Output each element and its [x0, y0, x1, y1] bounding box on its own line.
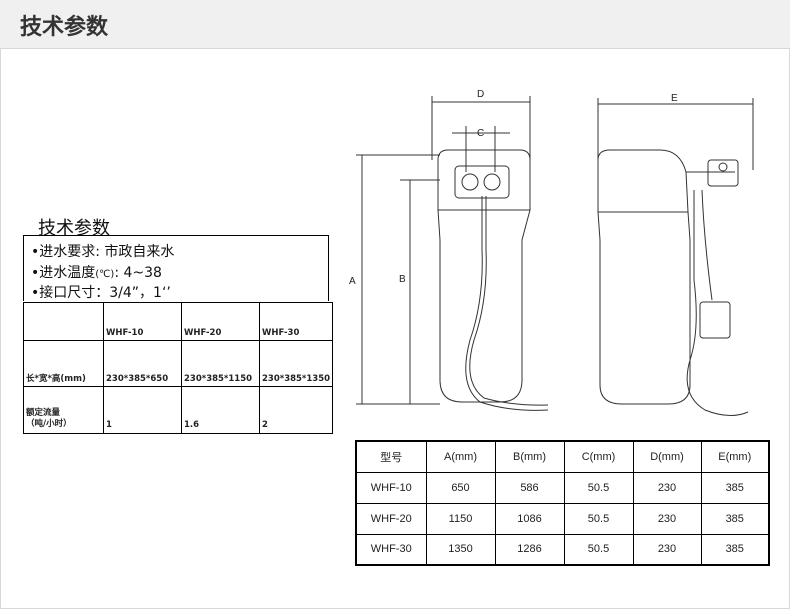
table-cell: 650: [425, 471, 496, 504]
table-header-cell: B(mm): [494, 440, 565, 473]
inlet-port: [461, 173, 479, 191]
table-row: WHF-10 650 586 50.5 230 385: [355, 471, 770, 504]
spec-temp-prefix: •进水温度: [31, 265, 96, 281]
table-cell: 385: [700, 471, 770, 504]
dimension-table: 型号 A(mm) B(mm) C(mm) D(mm) E(mm) WHF-10 …: [355, 440, 770, 566]
table-cell: 50.5: [563, 471, 634, 504]
table-row-label: 额定流量 （吨/小时）: [23, 386, 104, 434]
side-body: [597, 211, 691, 405]
table-cell: 1286: [494, 533, 565, 566]
table-cell: 385: [700, 533, 770, 566]
power-cord: [701, 189, 713, 301]
spec-port-size: •接口尺寸：3/4”，1‘’: [31, 285, 171, 301]
table-cell: WHF-30: [355, 533, 427, 566]
table-row: WHF-10 WHF-20 WHF-30: [23, 302, 334, 341]
bypass-valve: [707, 159, 739, 187]
table-row: 长*宽*高(mm) 230*385*650 230*385*1150 230*3…: [23, 340, 334, 387]
spec-temp-unit: (℃): [95, 269, 115, 280]
label-e: E: [671, 93, 678, 104]
table-header-cell: D(mm): [632, 440, 702, 473]
table-cell: 1150: [425, 502, 496, 535]
table-row-label: 长*宽*高(mm): [23, 340, 104, 387]
drain-hose-front: [465, 196, 549, 411]
drain-hose-front-inner: [469, 196, 549, 406]
table-cell: 230: [632, 533, 702, 566]
table-cell: 230*385*650: [103, 340, 182, 387]
table-row: 额定流量 （吨/小时） 1 1.6 2: [23, 386, 334, 434]
table-header-cell: 型号: [355, 440, 427, 473]
side-lid: [597, 149, 689, 213]
page-title: 技术参数: [20, 15, 109, 40]
spec-title: 技术参数: [38, 218, 110, 239]
table-header-cell: A(mm): [425, 440, 496, 473]
table-cell: 50.5: [563, 502, 634, 535]
table-cell: 1350: [425, 533, 496, 566]
table-cell: WHF-20: [355, 502, 427, 535]
cabinet-body: [437, 209, 531, 403]
label-a: A: [349, 276, 356, 287]
softener-dimension-drawing: D C A B E: [349, 89, 754, 416]
power-adapter: [699, 301, 731, 339]
table-cell: 1.6: [181, 386, 260, 434]
table-header-cell: WHF-30: [258, 302, 334, 341]
table-cell: 2: [258, 386, 334, 434]
spec-water-temperature: •进水温度(℃): 4~38: [31, 262, 162, 282]
table-cell: 385: [700, 502, 770, 535]
cabinet-lid: [437, 149, 531, 211]
drain-hose-side: [686, 190, 749, 416]
table-cell: 1: [103, 386, 182, 434]
label-d: D: [477, 89, 484, 100]
page-header: 技术参数: [0, 0, 790, 49]
table-row: WHF-30 1350 1286 50.5 230 385: [355, 533, 770, 566]
table-cell: 230*385*1350: [258, 340, 334, 387]
valve-head: [454, 165, 510, 199]
table-cell: 586: [494, 471, 565, 504]
table-cell: 230: [632, 471, 702, 504]
table-cell: 230: [632, 502, 702, 535]
label-c: C: [477, 128, 484, 139]
table-cell: 1086: [494, 502, 565, 535]
outlet-port: [483, 173, 501, 191]
model-spec-table: WHF-10 WHF-20 WHF-30 长*宽*高(mm) 230*385*6…: [23, 302, 334, 434]
spec-temp-value: : 4~38: [114, 265, 162, 281]
table-cell: WHF-10: [355, 471, 427, 504]
table-cell: [23, 302, 104, 341]
bypass-knob: [718, 162, 728, 172]
table-row: WHF-20 1150 1086 50.5 230 385: [355, 502, 770, 535]
table-header-cell: WHF-20: [181, 302, 260, 341]
table-row: 型号 A(mm) B(mm) C(mm) D(mm) E(mm): [355, 440, 770, 473]
spec-water-requirement: •进水要求: 市政自来水: [31, 244, 175, 260]
table-cell: 50.5: [563, 533, 634, 566]
table-header-cell: WHF-10: [103, 302, 182, 341]
table-header-cell: C(mm): [563, 440, 634, 473]
table-cell: 230*385*1150: [181, 340, 260, 387]
table-header-cell: E(mm): [700, 440, 770, 473]
label-b: B: [399, 274, 406, 285]
spec-list: •进水要求: 市政自来水 •进水温度(℃): 4~38 •接口尺寸：3/4”，1…: [23, 235, 329, 301]
